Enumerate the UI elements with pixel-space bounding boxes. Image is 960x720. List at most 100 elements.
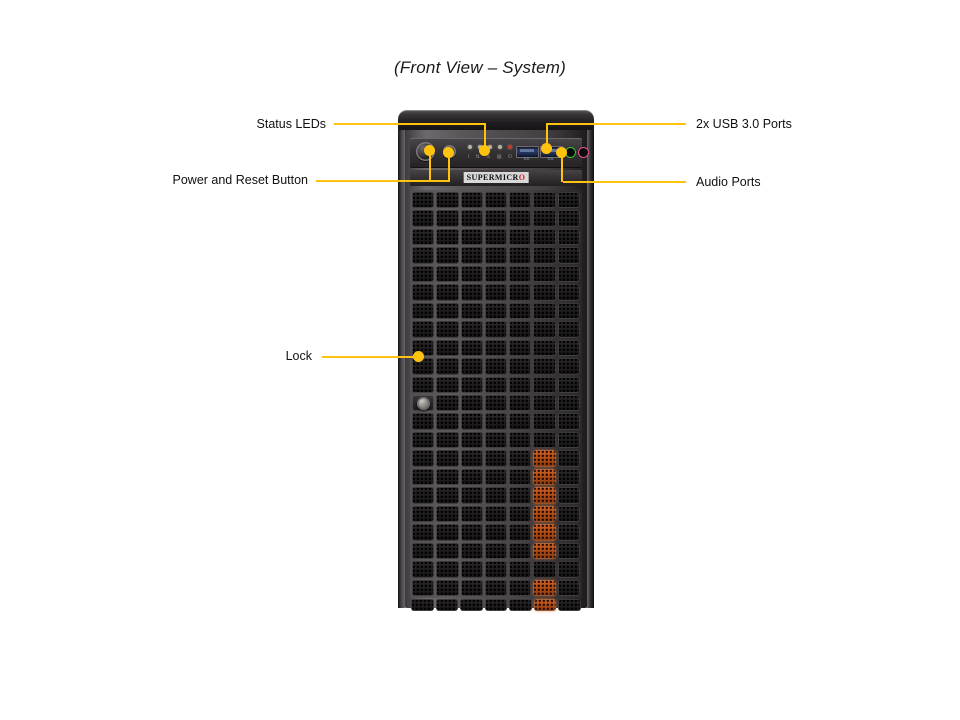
bottom-vent-strip [410,598,582,612]
callout-dot-status-leds [479,145,490,156]
mesh-cell [533,579,556,596]
mesh-cell [533,431,556,449]
mesh-cell [484,302,508,320]
mesh-cell [460,505,483,523]
mesh-cell [533,265,556,283]
callout-label-power-reset: Power and Reset Button [172,173,309,187]
mesh-cell [557,210,580,227]
mesh-cell [436,358,459,375]
leader-line-usb-ports [548,123,686,125]
mesh-cell [412,321,435,338]
mesh-cell [412,210,435,227]
power-glyph-icon: ⏻ [507,153,512,160]
mesh-cell [557,339,580,357]
usb30-port-1-marking: SS [523,156,530,161]
mesh-cell [509,487,532,504]
mesh-cell [436,210,459,227]
mesh-cell [533,339,556,357]
mesh-cell [484,561,508,578]
mesh-cell [460,579,483,596]
mesh-cell [436,228,459,246]
mesh-cell [557,413,580,430]
brand-logo-plate: SUPERMICRO [410,170,582,186]
mesh-cell [484,524,508,541]
supermicro-logo: SUPERMICRO [463,172,529,183]
mesh-cell [533,505,556,523]
mesh-cell [557,284,580,301]
overheat-glyph-icon: ⚠ [486,153,491,160]
mesh-cell [533,376,556,393]
chassis-lock[interactable] [412,394,435,412]
figure-title: (Front View – System) [393,58,567,77]
mesh-cell [484,413,508,430]
mesh-cell [509,265,532,283]
mesh-cell [436,192,459,209]
leader-stem-status-leds [484,123,486,151]
mesh-cell [460,376,483,393]
mesh-cell [484,321,508,338]
usb30-port-1[interactable] [516,146,539,158]
callout-label-audio-ports: Audio Ports [696,175,761,189]
mesh-cell [412,561,435,578]
mesh-cell [533,321,556,338]
mesh-cell [484,358,508,375]
mesh-cell [557,579,580,596]
mesh-cell [509,321,532,338]
mesh-cell [412,192,435,209]
leader-stem-reset [448,152,450,181]
mesh-cell [484,247,508,264]
mesh-cell [436,321,459,338]
mesh-cell [509,542,532,560]
mesh-cell [509,247,532,264]
information-glyph-icon: i [468,153,470,160]
leader-stem-usb-ports [546,123,548,149]
mesh-cell [509,413,532,430]
mesh-cell [557,265,580,283]
mesh-cell [533,413,556,430]
mesh-cell [484,284,508,301]
mesh-cell [557,376,580,393]
mesh-cell [436,394,459,412]
mesh-cell [509,192,532,209]
mesh-cell [460,358,483,375]
mesh-cell [484,468,508,486]
mesh-cell [509,431,532,449]
mesh-cell [412,579,435,596]
mesh-cell [460,561,483,578]
mesh-cell [557,561,580,578]
mesh-cell [412,468,435,486]
mesh-cell [557,321,580,338]
mesh-cell [436,487,459,504]
vent-cell [484,599,508,611]
mesh-cell [436,505,459,523]
microphone-jack[interactable] [578,147,589,158]
mesh-cell [412,358,435,375]
leader-line-audio-ports [563,181,686,183]
mesh-cell [533,247,556,264]
mesh-cell [484,505,508,523]
vent-cell [558,599,581,611]
mesh-cell [484,394,508,412]
mesh-cell [484,192,508,209]
leader-stem-audio-ports [561,153,563,182]
mesh-cell [533,450,556,467]
mesh-cell [460,302,483,320]
callout-label-lock: Lock [285,349,312,363]
mesh-cell [509,524,532,541]
mesh-cell [533,468,556,486]
mesh-cell [412,542,435,560]
mesh-cell [509,228,532,246]
mesh-cell [412,431,435,449]
mesh-cell [436,524,459,541]
hdd-activity-led-icon [498,145,502,149]
mesh-cell [533,284,556,301]
mesh-cell [557,468,580,486]
mesh-cell [412,450,435,467]
status-led-glyph-row: i ⇅ ⚠ ▤ ⏻ [468,153,512,161]
mesh-cell [484,487,508,504]
usb30-port-2-marking: SS [547,156,554,161]
mesh-cell [412,524,435,541]
callout-dot-reset-button [443,147,454,158]
mesh-cell [436,450,459,467]
tower-right-rail [587,130,594,608]
